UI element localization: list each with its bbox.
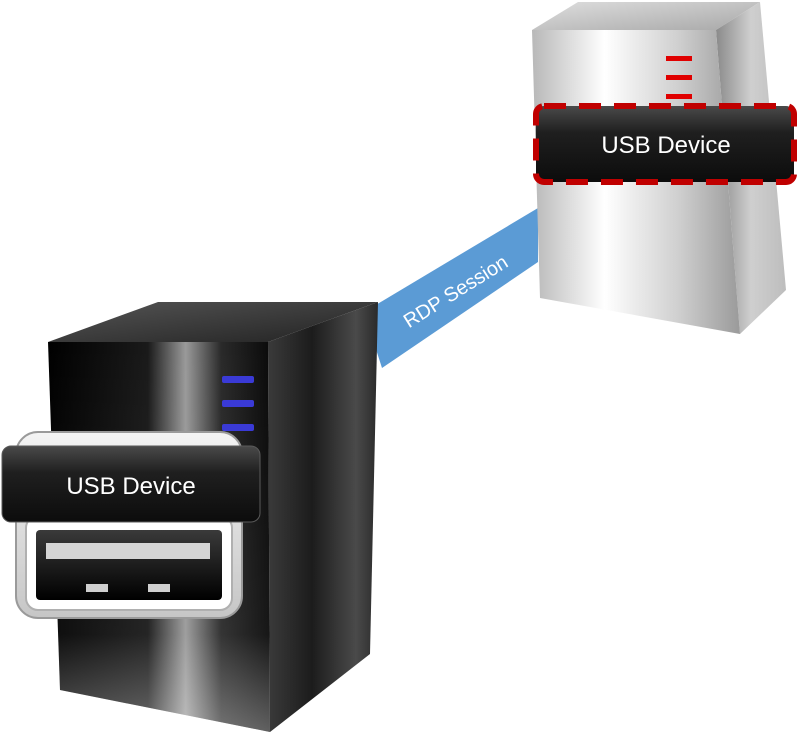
- local-usb-device-label: USB Device: [66, 473, 195, 500]
- rdp-link-band: [364, 208, 538, 368]
- remote-usb-device-label: USB Device: [601, 132, 730, 159]
- usb-port-contact: [148, 584, 170, 592]
- local-indicator-light: [222, 376, 254, 383]
- local-usb-device-bar: [1, 445, 261, 523]
- remote-usb-device-bar: [536, 106, 794, 182]
- usb-port-tongue: [46, 543, 210, 559]
- local-indicator-light: [222, 424, 254, 431]
- usb-port-slot: [36, 530, 222, 600]
- remote-indicator-light: [666, 94, 692, 99]
- remote-tower-top: [532, 2, 760, 30]
- remote-indicator-lights: [666, 56, 692, 99]
- usb-port-contact: [86, 584, 108, 592]
- remote-usb-device: USB Device: [533, 103, 797, 185]
- remote-indicator-light: [666, 75, 692, 80]
- local-tower-side: [268, 302, 378, 732]
- rdp-session-link: RDP Session: [364, 208, 538, 368]
- local-client-tower: USB Device: [1, 302, 378, 732]
- local-indicator-lights: [222, 376, 254, 431]
- remote-indicator-light: [666, 56, 692, 61]
- local-indicator-light: [222, 400, 254, 407]
- remote-server-tower: USB Device: [532, 2, 797, 334]
- local-usb-device: USB Device: [1, 445, 261, 523]
- remote-usb-dashed-border: [533, 103, 797, 185]
